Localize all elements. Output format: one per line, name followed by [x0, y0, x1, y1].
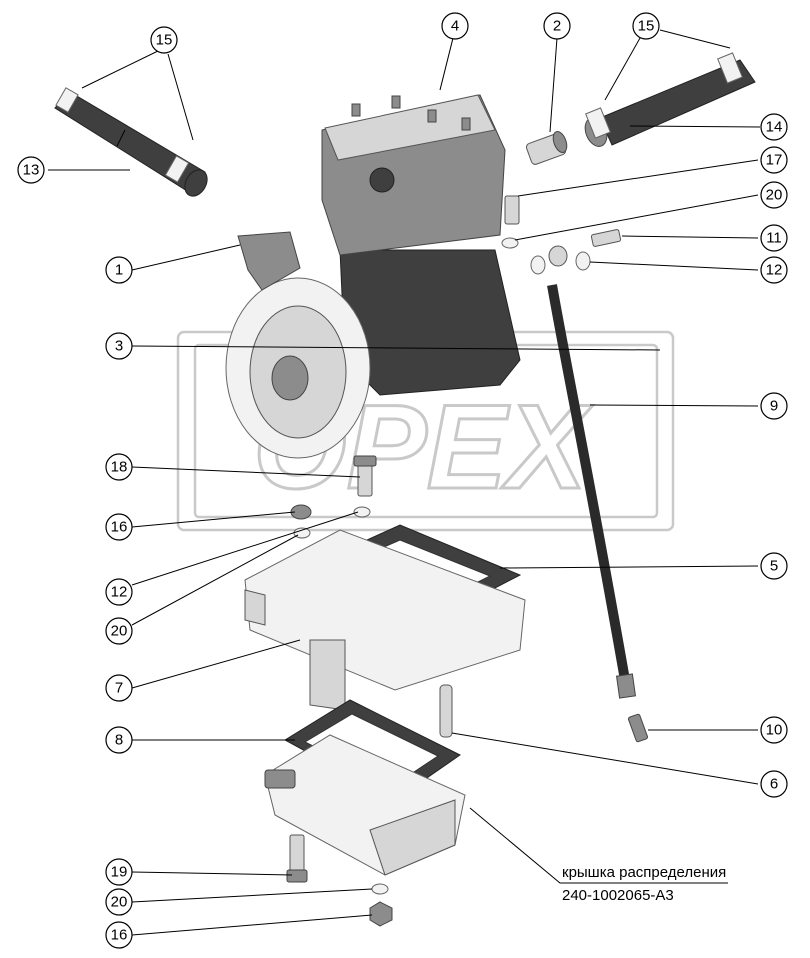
- reference-part-code: 240-1002065-А3: [562, 887, 674, 904]
- leader-20-bottom: [131, 888, 373, 903]
- callout-12-mid-label: 12: [111, 584, 128, 601]
- callout-19-label: 19: [111, 864, 128, 881]
- leader-17: [517, 159, 759, 197]
- callout-12-top-label: 12: [766, 262, 783, 279]
- callout-2-label: 2: [553, 18, 561, 35]
- leader-11: [621, 235, 759, 239]
- callout-12-top: 12: [760, 256, 788, 284]
- leader-12-mid: [131, 511, 359, 586]
- callout-10-label: 10: [766, 722, 783, 739]
- oil-line-9-illustration: [547, 284, 637, 699]
- callout-20-mid-label: 20: [111, 623, 128, 640]
- callout-5: 5: [760, 552, 788, 580]
- leader-15a-1: [81, 49, 161, 89]
- callout-16-bottom: 16: [105, 921, 133, 949]
- callout-14: 14: [760, 113, 788, 141]
- fasteners-bottom-illustration: [286, 834, 393, 927]
- callout-4-label: 4: [451, 18, 459, 35]
- callout-20-top-label: 20: [766, 187, 783, 204]
- callout-16-mid-label: 16: [111, 519, 128, 536]
- leader-2: [549, 37, 558, 133]
- leader-5: [499, 565, 759, 569]
- leader-19: [131, 871, 293, 876]
- callout-20-bottom-label: 20: [111, 894, 128, 911]
- callout-8: 8: [105, 726, 133, 754]
- callout-15-right-label: 15: [638, 18, 655, 35]
- callout-14-label: 14: [766, 119, 783, 136]
- leader-15b-2: [659, 29, 731, 49]
- callout-3: 3: [105, 332, 133, 360]
- callout-20-bottom: 20: [105, 888, 133, 916]
- callout-13-label: 13: [23, 162, 40, 179]
- callout-17: 17: [760, 146, 788, 174]
- callout-20-top: 20: [760, 181, 788, 209]
- leader-16-bottom: [131, 914, 373, 936]
- callout-10: 10: [760, 716, 788, 744]
- fitting-10-illustration: [627, 713, 649, 743]
- callout-18: 18: [105, 453, 133, 481]
- fasteners-mid-illustration: [290, 455, 377, 539]
- callout-1: 1: [105, 256, 133, 284]
- distribution-cover-illustration: [264, 734, 466, 876]
- callout-15-left: 15: [150, 26, 178, 54]
- small-fasteners-top-illustration: [501, 195, 622, 275]
- reference-part-name: крышка распределения: [562, 864, 726, 881]
- leader-12-top: [589, 261, 759, 271]
- callout-19: 19: [105, 858, 133, 886]
- callout-18-label: 18: [111, 459, 128, 476]
- leader-lines: [48, 29, 761, 936]
- callout-1-label: 1: [115, 262, 123, 279]
- leader-15b-1: [604, 37, 641, 101]
- hose-13-illustration: [54, 87, 208, 197]
- fitting-2-illustration: [525, 130, 568, 165]
- leader-1: [131, 244, 241, 271]
- callout-5-label: 5: [770, 558, 778, 575]
- pin-6-illustration: [439, 684, 453, 738]
- callout-4: 4: [441, 12, 469, 40]
- callout-2: 2: [543, 12, 571, 40]
- callout-7-label: 7: [115, 680, 123, 697]
- callout-7: 7: [105, 674, 133, 702]
- leader-14: [629, 125, 761, 128]
- leader-9: [589, 404, 759, 407]
- leader-20-mid: [131, 534, 299, 626]
- callout-20-mid: 20: [105, 617, 133, 645]
- callout-15-right: 15: [632, 12, 660, 40]
- callout-16-bottom-label: 16: [111, 927, 128, 944]
- callout-15-left-label: 15: [156, 32, 173, 49]
- callout-6: 6: [760, 770, 788, 798]
- leader-16: [131, 511, 296, 528]
- leader-18: [131, 466, 361, 478]
- plate-7-illustration: [244, 529, 526, 711]
- callout-3-label: 3: [115, 338, 123, 355]
- callout-6-label: 6: [770, 776, 778, 793]
- callout-17-label: 17: [766, 152, 783, 169]
- leader-6: [451, 732, 759, 785]
- leader-3: [131, 345, 661, 351]
- leader-4: [439, 37, 454, 91]
- callout-11-label: 11: [766, 230, 782, 247]
- callout-16-mid: 16: [105, 513, 133, 541]
- callout-13: 13: [17, 156, 45, 184]
- leader-7: [131, 639, 301, 689]
- callout-9-label: 9: [770, 398, 778, 415]
- callout-12-mid: 12: [105, 578, 133, 606]
- leader-reference: [469, 807, 728, 884]
- compressor-illustration: [225, 94, 521, 459]
- hose-14-illustration: [584, 52, 756, 147]
- callout-9: 9: [760, 392, 788, 420]
- callout-8-label: 8: [115, 732, 123, 749]
- callout-11: 11: [760, 224, 788, 252]
- leader-15a-2: [167, 53, 194, 141]
- leader-20-top: [514, 194, 759, 241]
